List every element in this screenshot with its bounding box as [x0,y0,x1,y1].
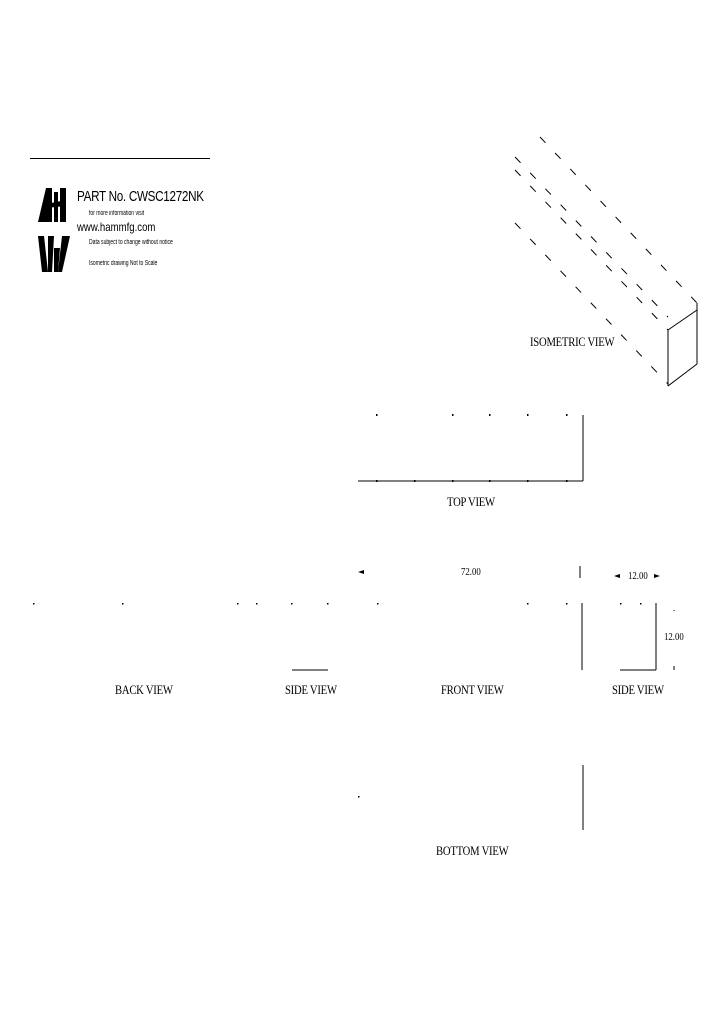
isometric-end-face [667,303,698,387]
length-dimension: 72.00 [461,566,481,578]
back-view-label: BACK VIEW [115,682,173,697]
width-dimension: 12.00 [628,570,648,582]
website-link[interactable]: www.hammfg.com [77,220,156,234]
header-rule [30,158,210,159]
bottom-view-label: BOTTOM VIEW [436,843,509,858]
part-number: PART No. CWSC1272NK [77,188,204,205]
width-arrow-right [654,574,660,578]
isometric-view-drawing [514,136,698,385]
hammond-logo [38,188,70,272]
top-view-drawing [358,415,584,482]
right-side-view-label: SIDE VIEW [612,682,664,697]
length-arrow-left [358,570,364,574]
info-note: for more information visit [89,210,145,217]
front-view-drawing [579,566,583,670]
front-view-label: FRONT VIEW [441,682,504,697]
left-side-view-label: SIDE VIEW [285,682,337,697]
top-view-ticks [376,414,568,482]
top-view-label: TOP VIEW [447,494,495,509]
isometric-view-label: ISOMETRIC VIEW [530,334,615,349]
bottom-view-tick [358,796,360,798]
elevation-ticks [33,603,642,605]
height-dimension: 12.00 [664,631,684,643]
right-side-view-drawing [620,603,675,671]
scale-note: Isometric drawing Not to Scale [89,260,158,267]
width-arrow-left [614,574,620,578]
notice-note: Data subject to change without notice [89,239,173,246]
